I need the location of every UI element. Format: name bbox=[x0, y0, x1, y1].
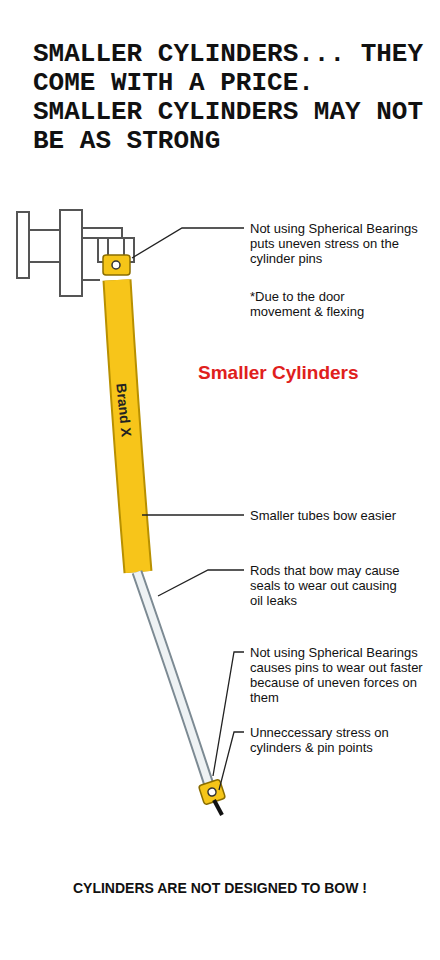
callout-note: Not using Spherical Bearings puts uneven… bbox=[250, 221, 432, 266]
callout-note: Smaller tubes bow easier bbox=[250, 508, 432, 523]
callout-note: Rods that bow may cause seals to wear ou… bbox=[250, 563, 410, 608]
callout-note: Not using Spherical Bearings causes pins… bbox=[250, 645, 432, 705]
caption: CYLINDERS ARE NOT DESIGNED TO BOW ! bbox=[0, 880, 440, 896]
section-label: Smaller Cylinders bbox=[198, 362, 428, 384]
footnote: *Due to the door movement & flexing bbox=[250, 289, 400, 319]
callout-note: Unneccessary stress on cylinders & pin p… bbox=[250, 725, 422, 755]
poster-title: SMALLER CYLINDERS... THEY COME WITH A PR… bbox=[33, 40, 425, 156]
